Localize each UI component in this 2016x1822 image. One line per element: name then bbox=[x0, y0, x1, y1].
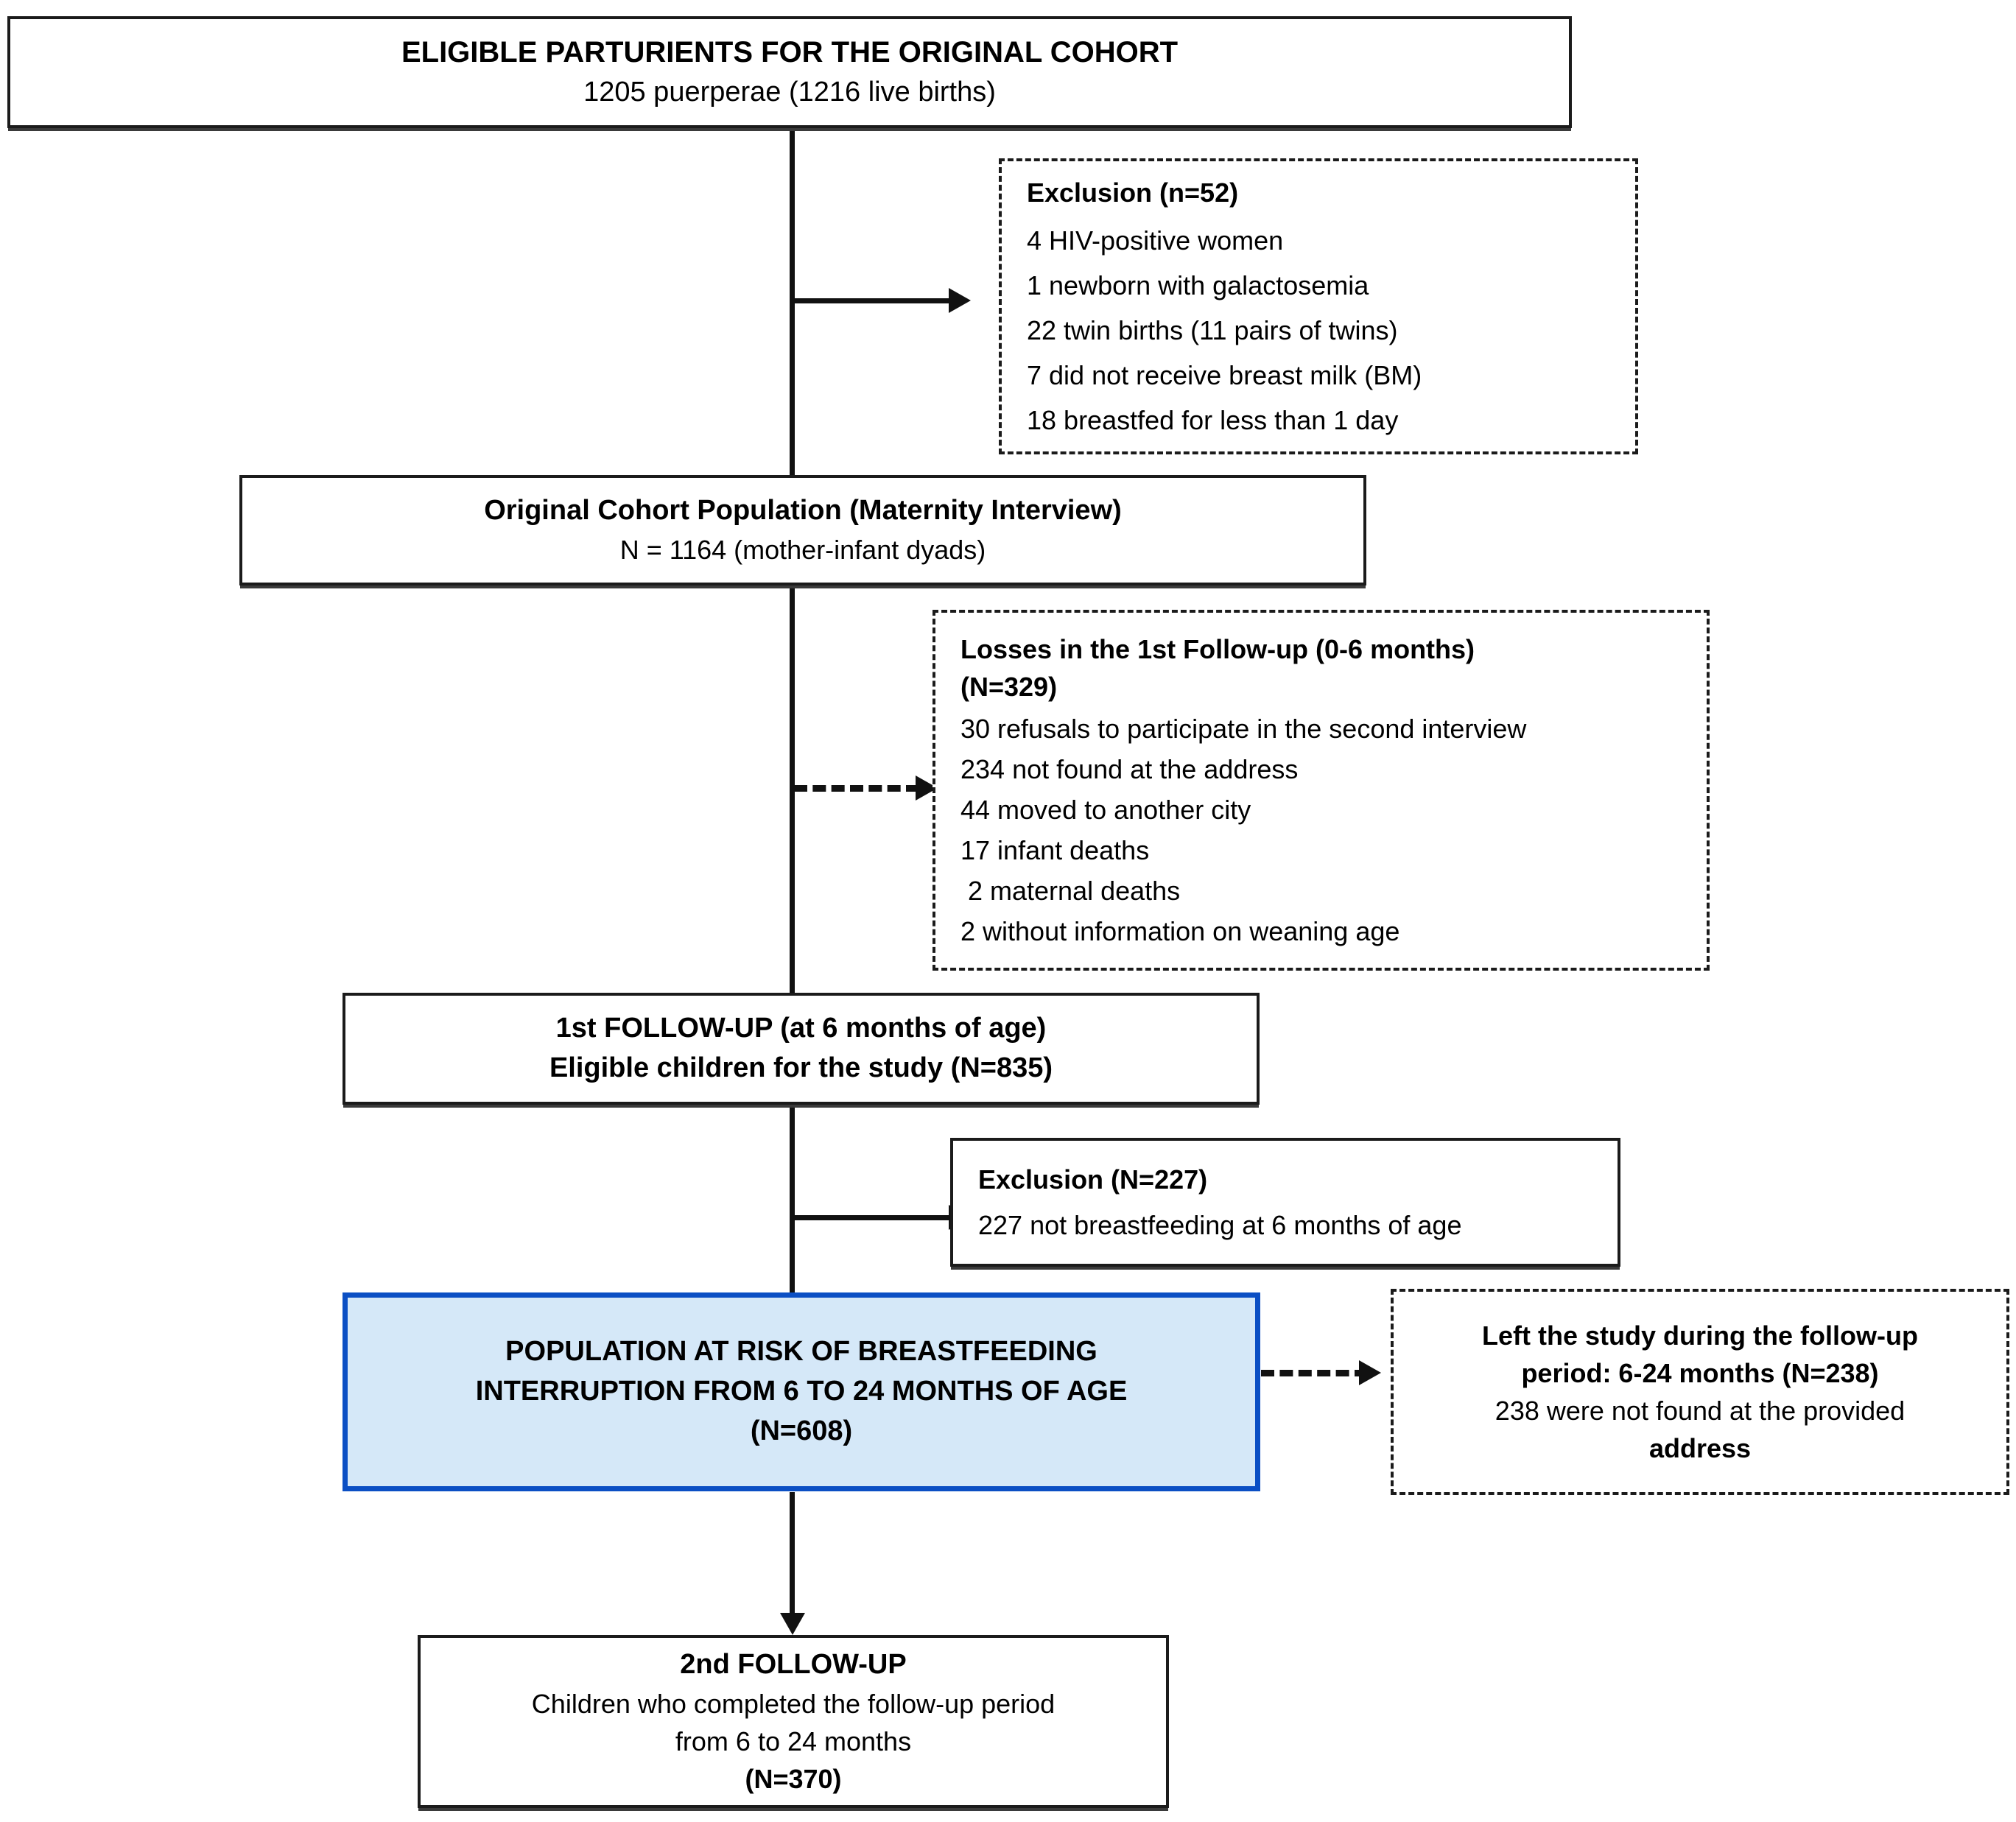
node-original-cohort: Original Cohort Population (Maternity In… bbox=[239, 475, 1366, 585]
followup2-heading: 2nd FOLLOW-UP bbox=[680, 1648, 907, 1680]
arrowhead-followup2 bbox=[780, 1613, 805, 1635]
losses1-item-3: 17 infant deaths bbox=[960, 835, 1150, 866]
node-losses-followup1: Losses in the 1st Follow-up (0-6 months)… bbox=[933, 610, 1710, 971]
arrowhead-left-study bbox=[1359, 1360, 1381, 1385]
connector-cohort-to-followup1 bbox=[790, 582, 795, 996]
connector-population-to-followup2 bbox=[790, 1492, 795, 1621]
node-exclusion-2: Exclusion (N=227) 227 not breastfeeding … bbox=[950, 1138, 1620, 1267]
left-study-line2: period: 6-24 months (N=238) bbox=[1521, 1357, 1879, 1388]
exclusion1-item-1: 1 newborn with galactosemia bbox=[1027, 270, 1369, 300]
left-study-line1: Left the study during the follow-up bbox=[1482, 1320, 1918, 1351]
connector-branch-exclusion2 bbox=[793, 1215, 951, 1220]
connector-followup1-to-population bbox=[790, 1103, 795, 1295]
losses1-item-5: 2 without information on weaning age bbox=[960, 916, 1400, 947]
exclusion1-item-3: 7 did not receive breast milk (BM) bbox=[1027, 360, 1422, 391]
left-study-line4: address bbox=[1648, 1433, 1752, 1464]
exclusion1-item-4: 18 breastfed for less than 1 day bbox=[1027, 405, 1399, 436]
original-cohort-line2: N = 1164 (mother-infant dyads) bbox=[619, 535, 986, 566]
followup1-heading: 1st FOLLOW-UP (at 6 months of age) bbox=[555, 1013, 1047, 1044]
left-study-line3: 238 were not found at the provided bbox=[1495, 1396, 1906, 1426]
connector-branch-exclusion1 bbox=[793, 298, 951, 303]
node-left-study: Left the study during the follow-up peri… bbox=[1391, 1289, 2009, 1495]
population-at-risk-line2: INTERRUPTION FROM 6 TO 24 MONTHS OF AGE bbox=[475, 1376, 1128, 1407]
exclusion2-heading: Exclusion (N=227) bbox=[978, 1164, 1208, 1195]
node-exclusion-1: Exclusion (n=52) 4 HIV-positive women 1 … bbox=[999, 158, 1638, 454]
node-eligible-parturients: ELIGIBLE PARTURIENTS FOR THE ORIGINAL CO… bbox=[7, 16, 1572, 128]
losses1-item-0: 30 refusals to participate in the second… bbox=[960, 713, 1527, 744]
followup2-line3: from 6 to 24 months bbox=[675, 1726, 912, 1756]
losses1-item-2: 44 moved to another city bbox=[960, 795, 1251, 825]
population-at-risk-line1: POPULATION AT RISK OF BREASTFEEDING bbox=[505, 1336, 1097, 1368]
followup2-line2: Children who completed the follow-up per… bbox=[531, 1688, 1056, 1719]
connector-branch-left-study bbox=[1261, 1370, 1368, 1376]
followup2-line4: (N=370) bbox=[745, 1764, 842, 1795]
eligible-line2: 1205 puerperae (1216 live births) bbox=[583, 77, 996, 108]
eligible-heading: ELIGIBLE PARTURIENTS FOR THE ORIGINAL CO… bbox=[401, 35, 1179, 68]
losses1-item-4: 2 maternal deaths bbox=[960, 876, 1181, 907]
losses1-heading: Losses in the 1st Follow-up (0-6 months) bbox=[960, 633, 1475, 664]
losses1-item-1: 234 not found at the address bbox=[960, 753, 1299, 784]
losses1-heading2: (N=329) bbox=[960, 671, 1058, 702]
exclusion2-item-0: 227 not breastfeeding at 6 months of age bbox=[978, 1209, 1462, 1240]
exclusion1-item-0: 4 HIV-positive women bbox=[1027, 225, 1284, 256]
followup1-line2: Eligible children for the study (N=835) bbox=[549, 1052, 1053, 1083]
original-cohort-heading: Original Cohort Population (Maternity In… bbox=[484, 495, 1122, 527]
arrowhead-exclusion1 bbox=[949, 288, 971, 313]
population-at-risk-line3: (N=608) bbox=[750, 1415, 853, 1446]
exclusion1-item-2: 22 twin births (11 pairs of twins) bbox=[1027, 315, 1398, 345]
node-followup-2: 2nd FOLLOW-UP Children who completed the… bbox=[418, 1635, 1169, 1808]
connector-branch-losses bbox=[794, 785, 919, 792]
exclusion1-heading: Exclusion (n=52) bbox=[1027, 177, 1239, 208]
node-population-at-risk: POPULATION AT RISK OF BREASTFEEDING INTE… bbox=[343, 1292, 1260, 1491]
connector-eligible-to-cohort bbox=[790, 124, 795, 485]
node-followup-1: 1st FOLLOW-UP (at 6 months of age) Eligi… bbox=[343, 993, 1260, 1105]
